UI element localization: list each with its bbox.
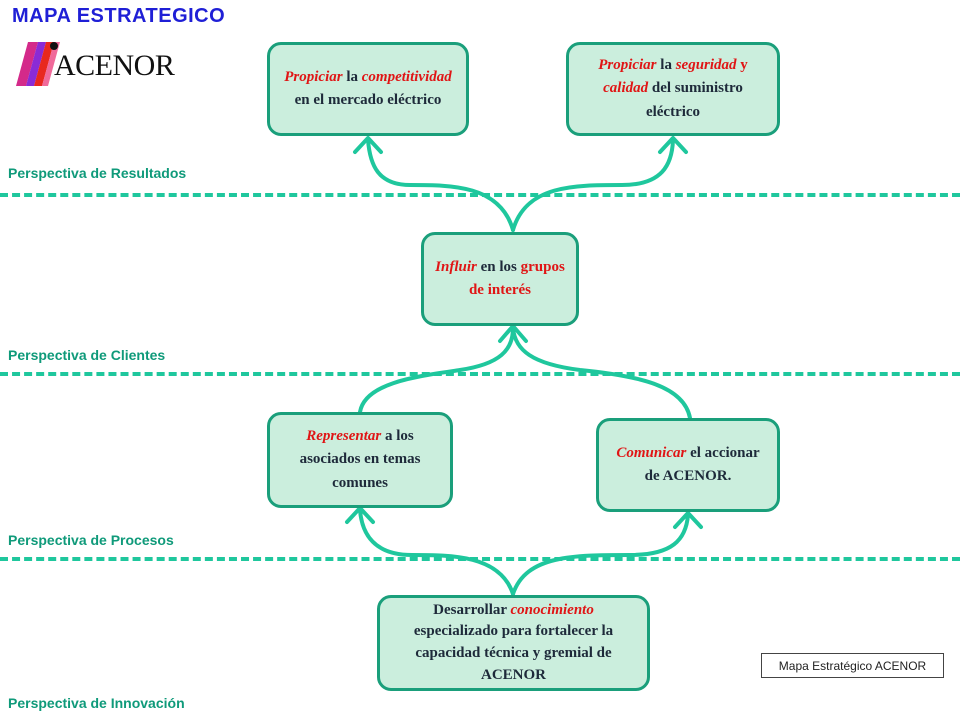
text-competitividad: competitividad xyxy=(361,68,452,85)
text-calidad: calidad xyxy=(603,80,649,97)
node-competitividad: Propiciar la competitividad en el mercad… xyxy=(267,42,469,136)
perspective-procesos-label: Perspectiva de Procesos xyxy=(8,532,174,548)
node-influir: Influir en los grupos de interés xyxy=(421,232,579,326)
acenor-logo: ACENOR xyxy=(12,36,175,92)
text-comunicar: Comunicar xyxy=(616,444,687,461)
node-competitividad-text: Propiciar la competitividad en el mercad… xyxy=(280,66,456,113)
arrow-influir-to-seguridad xyxy=(511,138,675,232)
text-grupos-de-interes: grupos de interés xyxy=(468,258,565,298)
arrowhead-representar xyxy=(345,506,375,524)
node-desarrollar-text: Desarrollar conocimiento especializado p… xyxy=(390,600,637,687)
arrow-desarrollar-to-representar xyxy=(358,508,515,596)
separator-clientes xyxy=(0,372,960,376)
text-influir: Influir xyxy=(435,258,477,275)
footer-caption: Mapa Estratégico ACENOR xyxy=(761,653,944,678)
text-la: la xyxy=(656,57,676,74)
text-asociados: a los asociados en temas comunes xyxy=(299,428,421,491)
arrow-desarrollar-to-comunicar xyxy=(511,513,690,596)
perspective-resultados-label: Perspectiva de Resultados xyxy=(8,165,187,181)
node-comunicar-text: Comunicar el accionar de ACENOR. xyxy=(609,442,767,489)
text-desarrollar: Desarrollar xyxy=(433,601,511,618)
node-seguridad: Propiciar la seguridad y calidad del sum… xyxy=(566,42,780,136)
text-especializado: especializado para fortalecer la capacid… xyxy=(413,623,614,683)
perspective-clientes-label: Perspectiva de Clientes xyxy=(8,347,166,363)
logo-stripes xyxy=(16,42,60,86)
text-propiciar: Propiciar xyxy=(598,57,657,74)
separator-procesos xyxy=(0,557,960,561)
text-la: la xyxy=(342,68,362,85)
node-desarrollar: Desarrollar conocimiento especializado p… xyxy=(377,595,650,691)
logo-text: ACENOR xyxy=(54,49,175,82)
node-representar: Representar a los asociados en temas com… xyxy=(267,412,453,508)
arrowhead-competitividad xyxy=(353,136,383,154)
text-propiciar: Propiciar xyxy=(284,68,343,85)
text-en-los: en los xyxy=(476,258,521,275)
node-representar-text: Representar a los asociados en temas com… xyxy=(280,425,440,495)
arrowhead-seguridad xyxy=(658,136,688,154)
arrowhead-comunicar xyxy=(673,511,703,529)
node-seguridad-text: Propiciar la seguridad y calidad del sum… xyxy=(579,54,767,124)
node-comunicar: Comunicar el accionar de ACENOR. xyxy=(596,418,780,512)
text-y: y xyxy=(736,57,748,74)
arrow-comunicar-to-influir xyxy=(511,326,692,420)
text-suministro: del suministro eléctrico xyxy=(645,80,743,120)
node-influir-text: Influir en los grupos de interés xyxy=(434,256,566,303)
text-mercado: en el mercado eléctrico xyxy=(294,92,442,108)
text-conocimiento: conocimiento xyxy=(510,601,594,618)
page-title: MAPA ESTRATEGICO xyxy=(12,5,226,27)
arrow-representar-to-influir xyxy=(358,326,515,414)
text-accionar: el accionar de ACENOR. xyxy=(644,444,760,484)
arrow-influir-to-competitividad xyxy=(366,138,515,232)
arrowhead-influir xyxy=(498,324,528,343)
perspective-innovacion-label: Perspectiva de Innovación xyxy=(8,695,185,711)
text-seguridad: seguridad xyxy=(675,57,737,74)
text-representar: Representar xyxy=(306,428,382,445)
